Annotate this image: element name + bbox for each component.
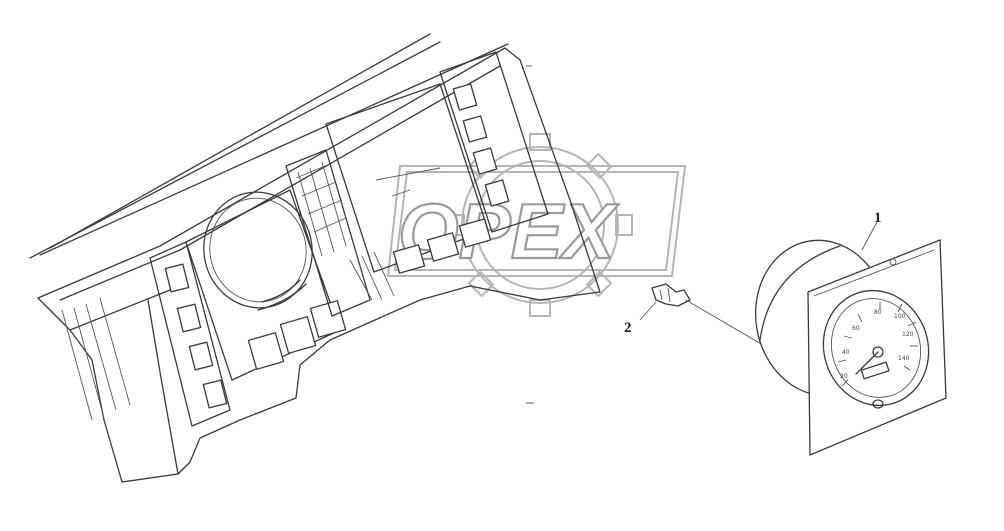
part-1-gauge: 20 40 60 80 100 120 140 xyxy=(754,219,947,456)
gauge-needle xyxy=(855,351,879,375)
dial-ticks xyxy=(837,302,918,387)
sensor-body xyxy=(651,283,691,307)
cluster-button xyxy=(309,300,347,338)
console-button xyxy=(426,232,460,262)
dashboard-panel xyxy=(29,33,601,483)
dial-label: 140 xyxy=(898,355,910,362)
switch-button xyxy=(164,263,190,293)
dial-label: 40 xyxy=(842,349,850,356)
right-switch-panel xyxy=(439,51,549,233)
odometer-window xyxy=(860,361,890,380)
dial-label: 80 xyxy=(874,309,882,316)
windshield-edge xyxy=(49,33,431,249)
callout-label-2: 2 xyxy=(624,320,632,336)
gear-icon xyxy=(447,133,633,317)
connection-line xyxy=(685,299,769,349)
switch-button xyxy=(202,379,228,409)
switch-button xyxy=(188,341,214,371)
switch-button xyxy=(484,179,510,207)
switch-button xyxy=(452,83,478,111)
console-button xyxy=(392,244,426,274)
dial-scale-labels: 20 40 60 80 100 120 140 xyxy=(840,309,914,380)
switch-button xyxy=(462,115,488,143)
dial-label: 20 xyxy=(840,373,848,380)
dial-label: 60 xyxy=(852,325,860,332)
indicator-lamp xyxy=(872,399,884,409)
gauge-hub xyxy=(872,346,884,358)
dashboard-outline xyxy=(37,47,601,483)
keypad-grid xyxy=(295,161,347,257)
callout-label-1: 1 xyxy=(874,210,882,226)
cluster-button xyxy=(247,332,285,370)
left-switch-panel xyxy=(149,241,231,427)
keypad-panel xyxy=(285,149,371,317)
console-button xyxy=(458,218,492,248)
cluster-button xyxy=(279,316,317,354)
cluster-gauge-opening xyxy=(203,191,313,309)
dial-label: 100 xyxy=(894,313,906,320)
switch-button xyxy=(472,147,498,175)
dial-label: 120 xyxy=(902,331,914,338)
switch-button xyxy=(176,303,202,333)
watermark-frame xyxy=(386,165,687,277)
part-2-sensor xyxy=(639,283,769,349)
watermark-logo: OPEX xyxy=(386,133,687,317)
